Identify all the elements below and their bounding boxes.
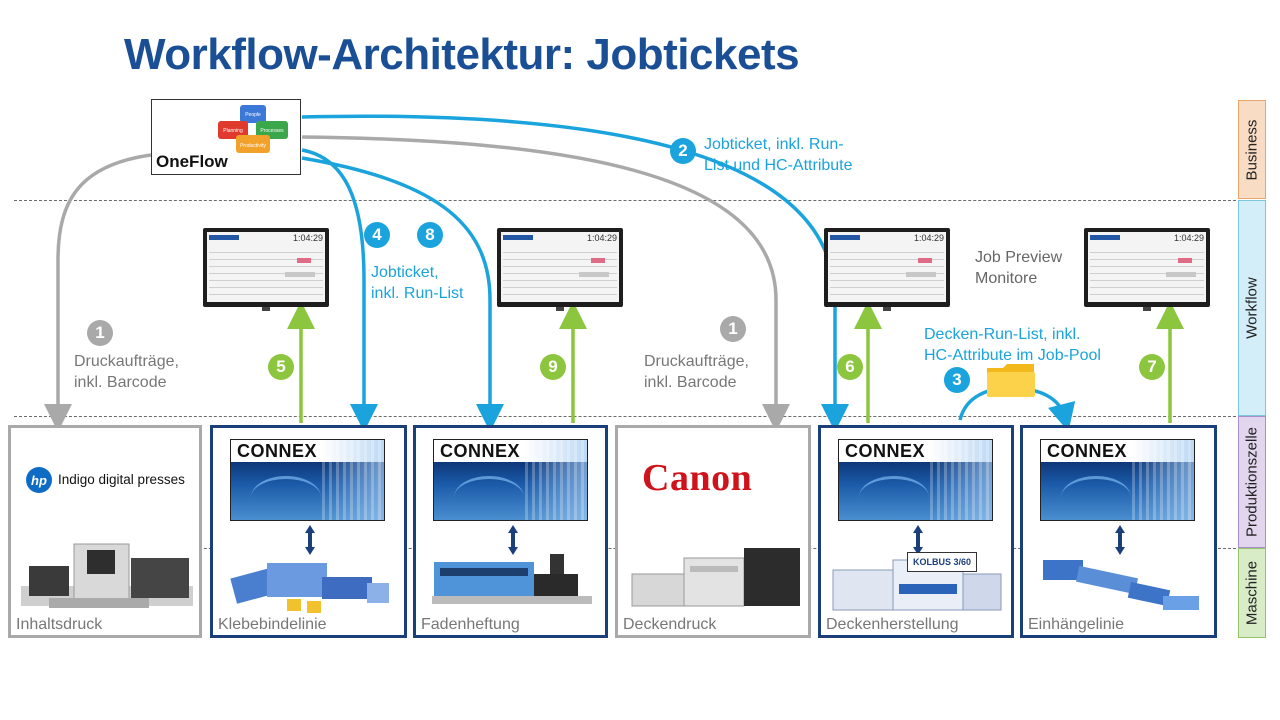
monitor-clock: 1:04:29 xyxy=(586,233,617,243)
lane-production-cell: Produktionszelle xyxy=(1238,416,1266,548)
label-line: Druckaufträge, xyxy=(644,353,749,370)
puzzle-word-processes: Processes xyxy=(260,128,284,134)
cell-label: Fadenheftung xyxy=(421,616,520,633)
cell-label: Einhängelinie xyxy=(1028,616,1125,633)
lane-separator-workflow-cell xyxy=(14,416,1236,417)
monitor-clock: 1:04:29 xyxy=(913,233,944,243)
cell-label: Klebebindelinie xyxy=(218,616,327,633)
connex-wordmark: CONNEX xyxy=(237,441,318,461)
case-maker-image xyxy=(832,559,1002,611)
step-badge-5: 5 xyxy=(268,354,294,380)
puzzle-word-productivity: Productivity xyxy=(240,143,266,149)
step-badge-1-left: 1 xyxy=(87,320,113,346)
binding-line-image xyxy=(230,563,389,613)
indigo-press-image xyxy=(21,543,193,608)
job-preview-monitor-3: 1:04:29 xyxy=(824,228,950,311)
sewing-machine-image xyxy=(432,554,592,604)
label-line: Druckaufträge, xyxy=(74,353,179,370)
cell-fadenheftung: CONNEX Fadenheftung xyxy=(413,425,608,638)
connex-logo: CONNEX xyxy=(838,439,993,521)
bidirectional-arrow-icon xyxy=(508,525,518,555)
label-druckauftraege-left: Druckaufträge, inkl. Barcode xyxy=(74,351,179,393)
label-line: inkl. Barcode xyxy=(644,374,737,391)
monitor-clock: 1:04:29 xyxy=(1173,233,1204,243)
label-jobticket-runlist: Jobticket, inkl. Run-List xyxy=(371,262,463,304)
hp-logo-icon: hp xyxy=(26,467,52,493)
lane-workflow: Workflow xyxy=(1238,200,1266,416)
connex-wordmark: CONNEX xyxy=(440,441,521,461)
cell-label: Deckendruck xyxy=(623,616,717,633)
connex-logo: CONNEX xyxy=(433,439,588,521)
connex-logo: CONNEX xyxy=(230,439,385,521)
label-line: Monitore xyxy=(975,270,1038,287)
bidirectional-arrow-icon xyxy=(913,525,923,555)
label-druckauftraege-right: Druckaufträge, inkl. Barcode xyxy=(644,351,749,393)
puzzle-icon: People Planning Processes Productivity xyxy=(218,105,288,153)
step-badge-1-right: 1 xyxy=(720,316,746,342)
puzzle-word-planning: Planning xyxy=(223,128,243,134)
blue-arrow-to-fadenheftung xyxy=(301,156,504,432)
canon-press-image xyxy=(631,548,800,607)
oneflow-label: OneFlow xyxy=(156,152,228,171)
blue-arrow-to-klebebindelinie xyxy=(301,148,378,432)
label-line: HC-Attribute im Job-Pool xyxy=(924,347,1101,364)
label-line: List und HC-Attribute xyxy=(704,157,853,174)
monitor-clock: 1:04:29 xyxy=(292,233,323,243)
cell-deckenherstellung: CONNEX KOLBUS 3/60 Deckenherstellung xyxy=(818,425,1014,638)
page-title: Workflow-Architektur: Jobtickets xyxy=(124,30,800,79)
label-line: inkl. Run-List xyxy=(371,285,464,302)
cell-einhaengelinie: CONNEX Einhängelinie xyxy=(1020,425,1217,638)
bidirectional-arrow-icon xyxy=(305,525,315,555)
label-line: Job Preview xyxy=(975,249,1063,266)
step-badge-8: 8 xyxy=(417,222,443,248)
step-badge-6: 6 xyxy=(837,354,863,380)
lane-business: Business xyxy=(1238,100,1266,199)
lane-separator-business-workflow xyxy=(14,200,1236,201)
kolbus-tag: KOLBUS 3/60 xyxy=(907,552,978,572)
cell-klebebindelinie: CONNEX Klebebindelinie xyxy=(210,425,407,638)
connex-wordmark: CONNEX xyxy=(1047,441,1128,461)
connex-wordmark: CONNEX xyxy=(845,441,926,461)
casing-in-line-image xyxy=(1043,560,1199,610)
hp-logo-mark: hp xyxy=(31,473,47,488)
step-badge-9: 9 xyxy=(540,354,566,380)
step-badge-3: 3 xyxy=(944,367,970,393)
step-badge-4: 4 xyxy=(364,222,390,248)
label-line: Jobticket, inkl. Run- xyxy=(704,136,844,153)
label-decken-runlist: Decken-Run-List, inkl. HC-Attribute im J… xyxy=(924,324,1101,366)
grey-arrow-to-inhaltsdruck xyxy=(44,153,152,432)
label-line: Jobticket, xyxy=(371,264,439,281)
canon-logo: Canon xyxy=(642,457,753,499)
job-preview-monitor-2: 1:04:29 xyxy=(497,228,623,311)
oneflow-logo: People Planning Processes Productivity O… xyxy=(151,99,301,175)
step-badge-2: 2 xyxy=(670,138,696,164)
grey-arrow-to-deckendruck xyxy=(301,135,790,432)
label-job-preview-monitore: Job Preview Monitore xyxy=(975,247,1062,289)
job-pool-folder-icon xyxy=(987,364,1035,397)
cell-deckendruck: Canon Deckendruck xyxy=(615,425,811,638)
cell-inhaltsdruck: hp Indigo digital presses Inhaltsdruck xyxy=(8,425,202,638)
label-line: inkl. Barcode xyxy=(74,374,167,391)
bidirectional-arrow-icon xyxy=(1115,525,1125,555)
job-preview-monitor-1: 1:04:29 xyxy=(203,228,329,311)
connex-logo: CONNEX xyxy=(1040,439,1195,521)
label-line: Decken-Run-List, inkl. xyxy=(924,326,1081,343)
job-preview-monitor-4: 1:04:29 xyxy=(1084,228,1210,311)
label-jobticket-runlist-hc: Jobticket, inkl. Run- List und HC-Attrib… xyxy=(704,134,853,176)
cell-label: Inhaltsdruck xyxy=(16,616,103,633)
lane-machine: Maschine xyxy=(1238,548,1266,638)
brand-indigo: Indigo digital presses xyxy=(58,472,185,487)
puzzle-word-people: People xyxy=(245,112,261,118)
cell-label: Deckenherstellung xyxy=(826,616,959,633)
step-badge-7: 7 xyxy=(1139,354,1165,380)
